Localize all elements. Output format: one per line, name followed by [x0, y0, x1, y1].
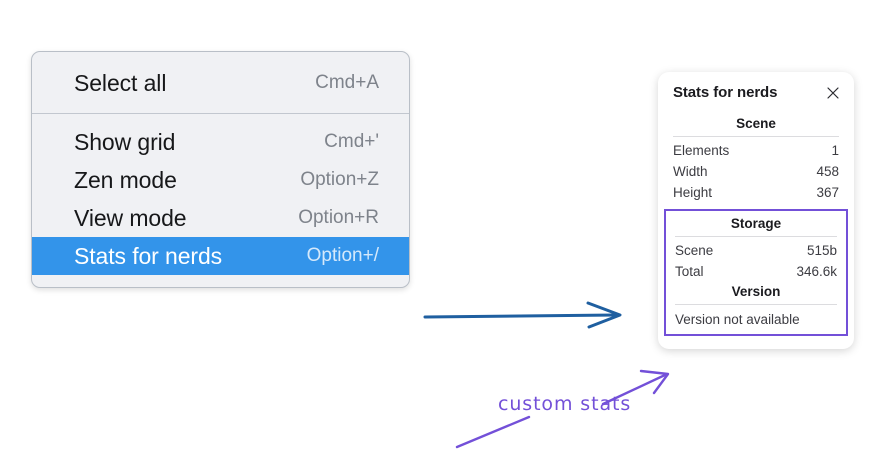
menu-separator	[32, 113, 409, 114]
stat-label: Width	[673, 164, 708, 179]
stat-row: Elements 1	[669, 140, 843, 161]
menu-item-label: View mode	[74, 204, 187, 231]
menu-item-shortcut: Option+/	[306, 245, 379, 266]
stat-label: Elements	[673, 143, 730, 158]
stat-label: Scene	[675, 243, 714, 258]
version-text: Version not available	[675, 312, 800, 327]
storage-heading: Storage	[730, 216, 782, 231]
stat-row: Height 367	[669, 182, 843, 203]
menu-item-stats-for-nerds[interactable]: Stats for nerds Option+/	[32, 237, 409, 275]
menu-group-2: Show grid Cmd+' Zen mode Option+Z View m…	[32, 114, 409, 287]
menu-item-show-grid[interactable]: Show grid Cmd+'	[32, 123, 409, 161]
divider	[673, 136, 839, 137]
stat-value: 458	[816, 164, 839, 179]
stat-label: Total	[675, 264, 704, 279]
divider	[675, 236, 837, 237]
scene-heading: Scene	[736, 116, 776, 131]
stat-value: 346.6k	[796, 264, 837, 279]
menu-item-shortcut: Cmd+A	[315, 72, 379, 93]
menu-item-label: Select all	[74, 69, 167, 96]
menu-item-shortcut: Cmd+'	[324, 131, 379, 152]
menu-item-label: Zen mode	[74, 166, 177, 193]
menu-item-zen-mode[interactable]: Zen mode Option+Z	[32, 161, 409, 199]
stat-row: Scene 515b	[671, 240, 841, 261]
panel-title: Stats for nerds	[673, 84, 778, 101]
menu-item-shortcut: Option+Z	[300, 169, 379, 190]
stat-row: Width 458	[669, 161, 843, 182]
stat-value: 367	[816, 185, 839, 200]
stat-value: 515b	[806, 243, 837, 258]
handwritten-annotation-label: custom stats	[498, 393, 632, 415]
stat-row: Total 346.6k	[671, 261, 841, 282]
version-section: Version Version not available	[671, 282, 841, 329]
panel-header: Stats for nerds	[669, 84, 843, 101]
menu-item-shortcut: Option+R	[298, 207, 379, 228]
divider	[675, 304, 837, 305]
menu-item-view-mode[interactable]: View mode Option+R	[32, 199, 409, 237]
stat-label: Height	[673, 185, 713, 200]
version-heading: Version	[731, 284, 781, 299]
context-menu[interactable]: Select all Cmd+A Show grid Cmd+' Zen mod…	[31, 51, 410, 288]
menu-item-label: Stats for nerds	[74, 242, 223, 269]
stat-value: 1	[831, 143, 839, 158]
close-icon[interactable]	[825, 85, 841, 101]
custom-stats-highlight-box: Storage Scene 515b Total 346.6k Version …	[664, 209, 848, 336]
stats-for-nerds-panel: Stats for nerds Scene Elements 1 Width 4…	[658, 72, 854, 349]
scene-section: Scene Elements 1 Width 458 Height 367	[669, 114, 843, 203]
menu-group-1: Select all Cmd+A	[32, 52, 409, 113]
menu-item-select-all[interactable]: Select all Cmd+A	[32, 64, 409, 102]
purple-underline-stroke	[455, 415, 531, 449]
blue-arrow	[423, 301, 622, 329]
menu-item-label: Show grid	[74, 128, 176, 155]
storage-section: Storage Scene 515b Total 346.6k	[671, 214, 841, 282]
